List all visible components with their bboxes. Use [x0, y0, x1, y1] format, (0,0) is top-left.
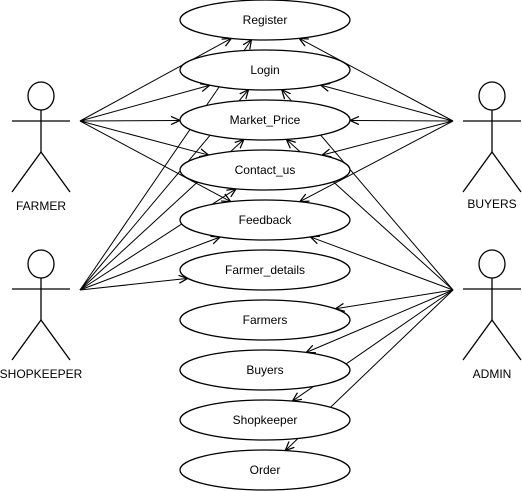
actor-left-leg — [462, 151, 493, 193]
actor-label: BUYERS — [467, 197, 516, 211]
association-admin-farmers — [335, 289, 454, 309]
use-case-ellipse — [179, 399, 351, 441]
actor-head — [478, 249, 506, 279]
association-farmer-register — [79, 38, 231, 122]
use-case-market-price: Market_Price — [179, 99, 351, 141]
use-case-register: Register — [179, 0, 351, 41]
actor-right-leg — [40, 151, 71, 193]
actor-right-leg — [491, 319, 522, 361]
actor-head — [27, 249, 55, 279]
actor-label: ADMIN — [473, 367, 512, 381]
actor-head — [478, 81, 506, 111]
association-farmer-login — [79, 85, 210, 122]
use-case-ellipse — [179, 49, 351, 91]
use-case-label: Farmer_details — [225, 263, 305, 277]
association-buyers-feedback — [300, 120, 454, 202]
association-buyers-contact-us — [322, 120, 454, 155]
actor-farmer: FARMER — [11, 81, 71, 213]
association-admin-buyers-uc — [306, 289, 454, 352]
actor-left-leg — [11, 319, 42, 361]
use-case-order: Order — [179, 449, 351, 491]
actor-left-leg — [462, 319, 493, 361]
use-case-label: Register — [243, 13, 288, 27]
association-buyers-market-price — [350, 120, 454, 121]
actor-right-leg — [40, 319, 71, 361]
use-case-ellipse — [179, 349, 351, 391]
association-buyers-register — [299, 38, 454, 122]
association-shopkeeper-feedback — [79, 237, 220, 291]
actor-label: FARMER — [16, 199, 66, 213]
use-case-ellipse — [179, 449, 351, 491]
use-case-ellipse — [179, 199, 351, 241]
actor-buyers: BUYERS — [462, 81, 522, 211]
use-case-label: Farmers — [243, 313, 288, 327]
actors: FARMER SHOPKEEPER BUYERS ADMIN — [0, 81, 522, 381]
association-admin-feedback — [310, 237, 454, 291]
use-case-shopkeeper-uc: Shopkeeper — [179, 399, 351, 441]
use-case-ellipse — [179, 299, 351, 341]
use-case-label: Feedback — [239, 213, 293, 227]
use-case-farmer-details: Farmer_details — [179, 249, 351, 291]
association-buyers-login — [321, 85, 454, 122]
use-cases: RegisterLoginMarket_PriceContact_usFeedb… — [179, 0, 351, 491]
use-case-ellipse — [179, 0, 351, 41]
use-case-farmers: Farmers — [179, 299, 351, 341]
use-case-label: Login — [250, 63, 279, 77]
actor-right-leg — [491, 151, 522, 193]
use-case-label: Buyers — [246, 363, 283, 377]
association-farmer-market-price — [79, 120, 180, 121]
association-farmer-feedback — [79, 120, 231, 202]
actor-left-leg — [11, 151, 42, 193]
use-case-feedback: Feedback — [179, 199, 351, 241]
use-case-ellipse — [179, 149, 351, 191]
association-shopkeeper-farmer-details — [79, 278, 188, 291]
actor-label: SHOPKEEPER — [0, 367, 83, 381]
use-case-ellipse — [179, 249, 351, 291]
actor-admin: ADMIN — [462, 249, 522, 381]
association-farmer-contact-us — [79, 120, 209, 155]
use-case-label: Shopkeeper — [233, 413, 298, 427]
use-case-label: Market_Price — [230, 113, 301, 127]
use-case-contact-us: Contact_us — [179, 149, 351, 191]
use-case-login: Login — [179, 49, 351, 91]
use-case-buyers-uc: Buyers — [179, 349, 351, 391]
actor-shopkeeper: SHOPKEEPER — [0, 249, 83, 381]
actor-head — [27, 81, 55, 111]
use-case-ellipse — [179, 99, 351, 141]
use-case-label: Order — [250, 463, 281, 477]
use-case-label: Contact_us — [235, 163, 296, 177]
